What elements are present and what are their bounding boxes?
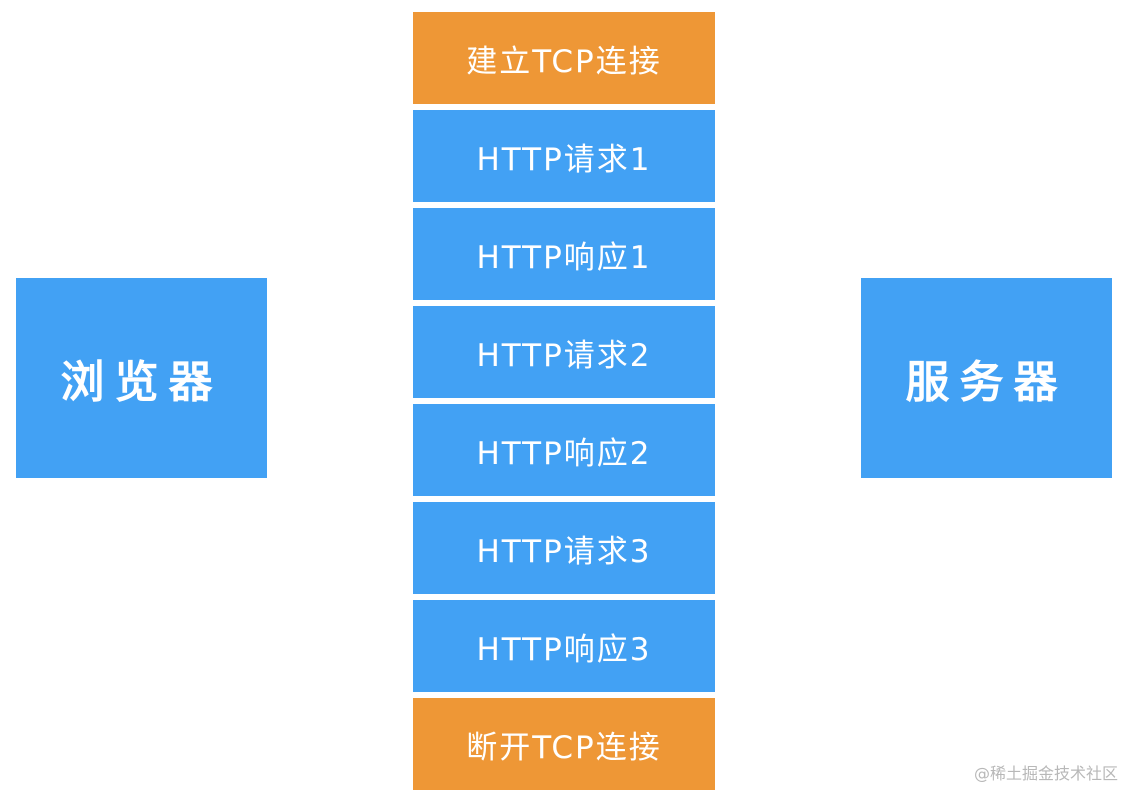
step-http-request-2: HTTP请求2 xyxy=(413,306,715,398)
step-label: HTTP响应2 xyxy=(476,435,652,472)
step-tcp-connect: 建立TCP连接 xyxy=(413,12,715,104)
browser-label: 浏览器 xyxy=(60,357,223,408)
step-http-request-1: HTTP请求1 xyxy=(413,110,715,202)
step-label: 建立TCP连接 xyxy=(466,43,662,80)
step-label: 断开TCP连接 xyxy=(466,729,662,766)
http-sequence: 建立TCP连接 HTTP请求1 HTTP响应1 HTTP请求2 HTTP响应2 … xyxy=(413,12,715,790)
step-http-response-3: HTTP响应3 xyxy=(413,600,715,692)
browser-node: 浏览器 xyxy=(16,278,267,478)
step-label: HTTP响应3 xyxy=(476,631,652,668)
step-label: HTTP响应1 xyxy=(476,239,652,276)
server-node: 服务器 xyxy=(861,278,1112,478)
step-http-response-1: HTTP响应1 xyxy=(413,208,715,300)
step-tcp-disconnect: 断开TCP连接 xyxy=(413,698,715,790)
step-http-request-3: HTTP请求3 xyxy=(413,502,715,594)
step-label: HTTP请求3 xyxy=(476,533,652,570)
step-label: HTTP请求1 xyxy=(476,141,652,178)
watermark: @稀土掘金技术社区 xyxy=(973,764,1118,783)
server-label: 服务器 xyxy=(905,357,1068,408)
step-label: HTTP请求2 xyxy=(476,337,652,374)
step-http-response-2: HTTP响应2 xyxy=(413,404,715,496)
